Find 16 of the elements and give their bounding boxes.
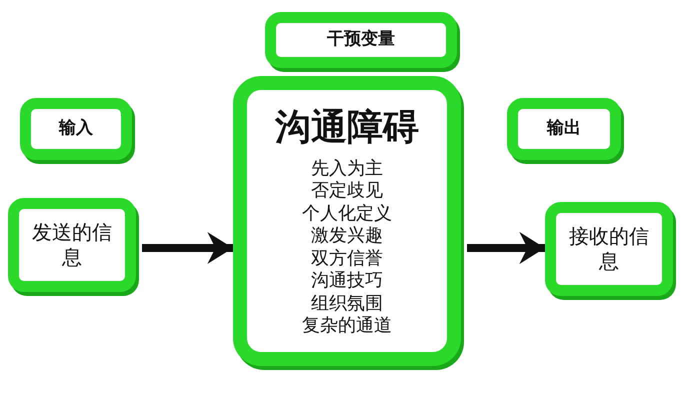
barrier-item: 复杂的通道 bbox=[302, 315, 392, 338]
box-label: 干预变量 bbox=[327, 29, 395, 51]
arrow bbox=[142, 232, 233, 264]
box-label: 输出 bbox=[547, 118, 581, 140]
barrier-item: 个人化定义 bbox=[302, 202, 392, 225]
arrow bbox=[467, 232, 545, 264]
box-label: 接收的信息 bbox=[568, 224, 650, 274]
panel-heading: 沟通障碍 bbox=[275, 104, 419, 150]
barrier-item: 激发兴趣 bbox=[311, 225, 383, 248]
box-label: 发送的信息 bbox=[31, 220, 113, 270]
barrier-item: 双方信誉 bbox=[311, 248, 383, 270]
barrier-item: 沟通技巧 bbox=[311, 270, 383, 292]
barrier-item: 组织氛围 bbox=[311, 292, 383, 315]
barrier-item: 否定歧见 bbox=[311, 180, 383, 202]
barrier-item: 先入为主 bbox=[311, 158, 383, 180]
box-label: 输入 bbox=[59, 118, 93, 140]
